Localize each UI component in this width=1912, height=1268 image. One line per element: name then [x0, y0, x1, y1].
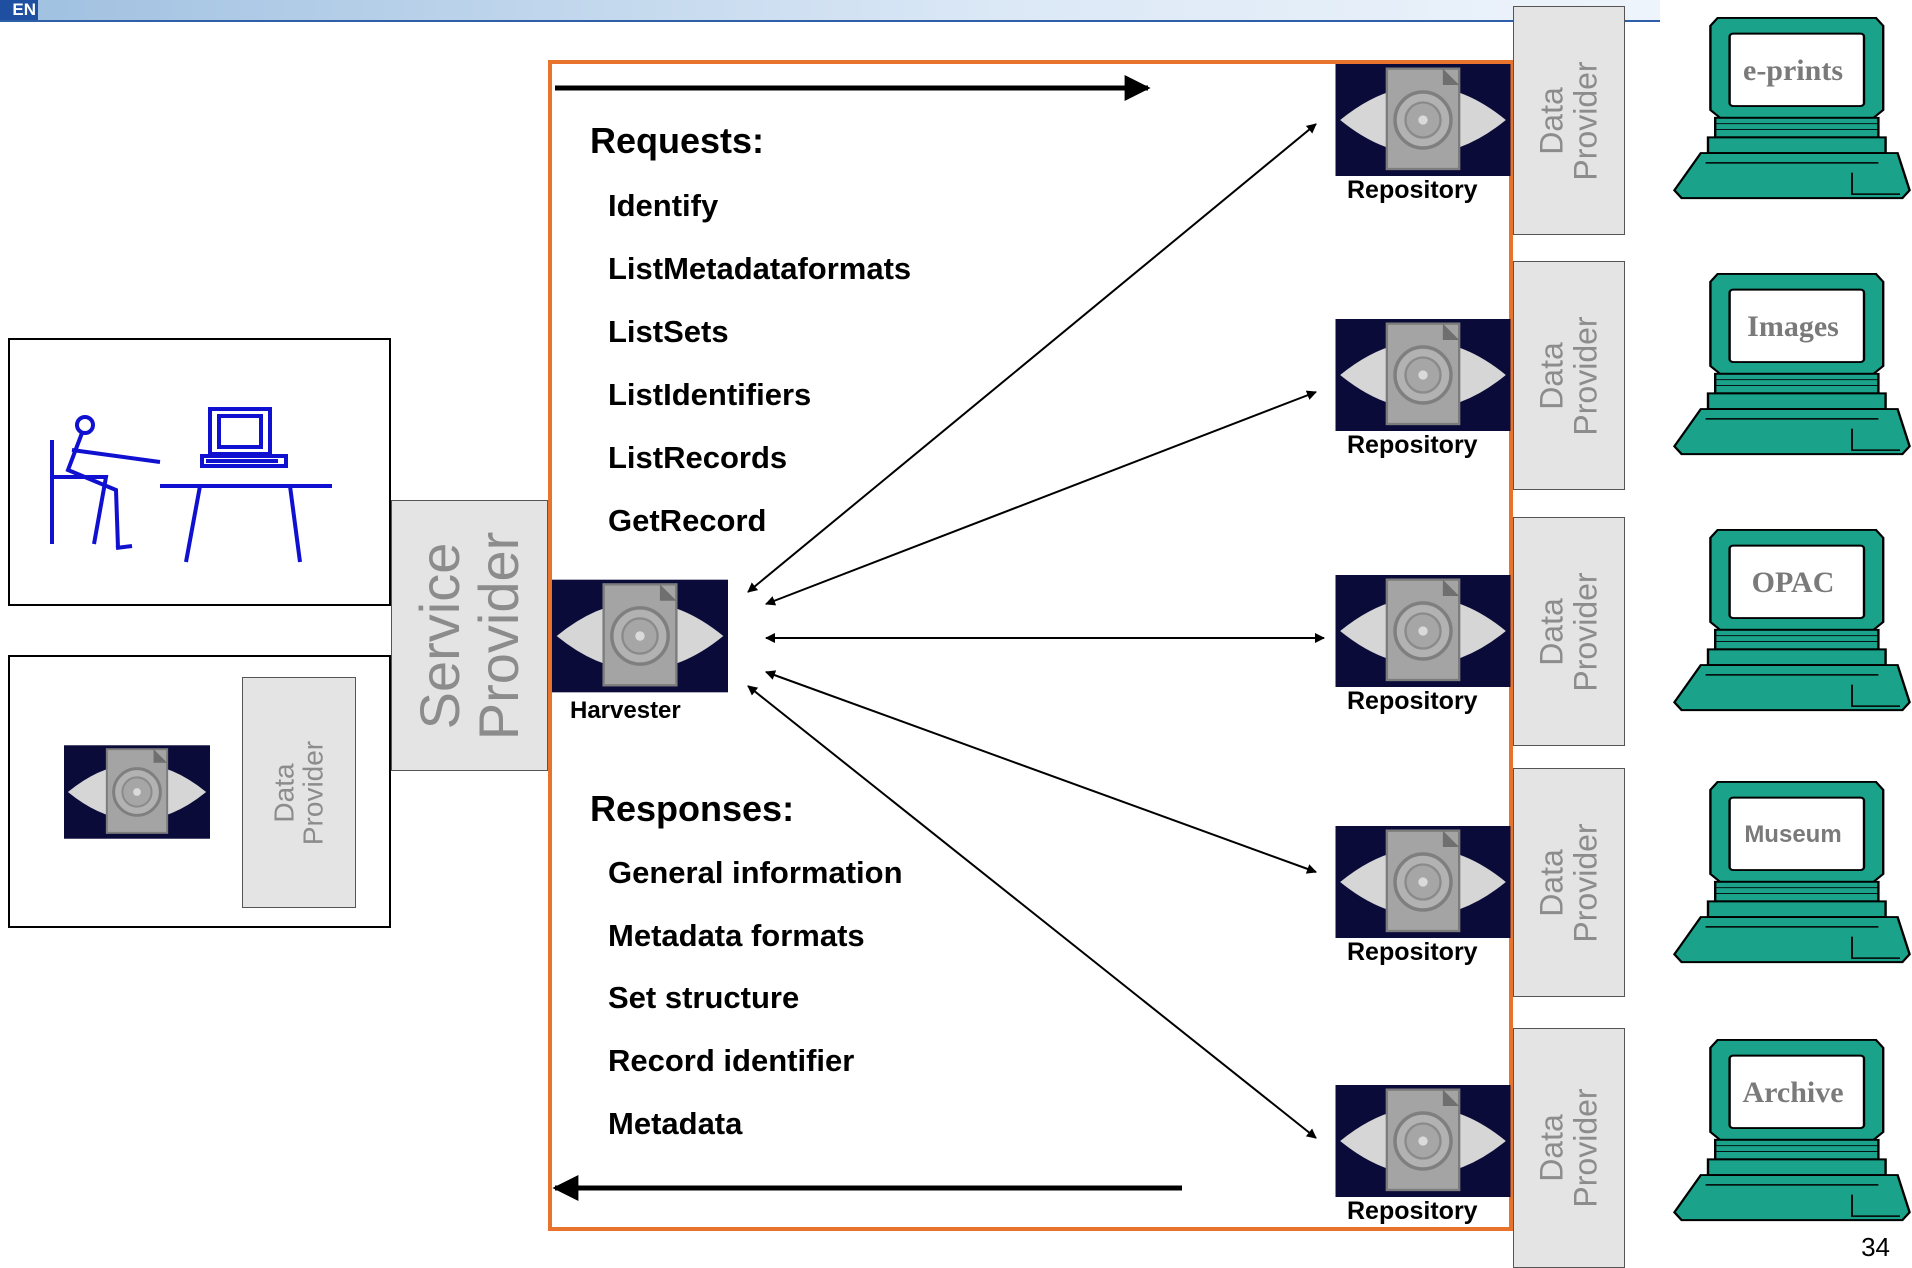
user-at-desk-icon	[50, 407, 332, 563]
data-provider-line1: Data	[1533, 86, 1570, 155]
eye-icon	[1335, 1085, 1511, 1197]
data-provider-line2: Provider	[1567, 571, 1603, 692]
computer-terminal-icon: Archive	[1672, 1038, 1912, 1224]
data-provider-line1: Data	[1533, 597, 1570, 666]
repository-label: Repository	[1347, 1197, 1478, 1225]
repository-label: Repository	[1347, 687, 1478, 715]
data-provider-line1: Data	[1533, 848, 1570, 917]
requests-title: Requests:	[590, 120, 765, 161]
harvester-label: Harvester	[570, 697, 681, 724]
data-provider-line2: Provider	[1567, 822, 1603, 943]
eye-icon	[1335, 575, 1511, 687]
data-provider-line1: Data	[1533, 1114, 1570, 1182]
terminal-label-archive: Archive	[1742, 1075, 1844, 1109]
terminal-label-museum: Museum	[1744, 820, 1842, 848]
computer-terminal-icon: OPAC	[1672, 528, 1912, 714]
user-panel	[8, 338, 391, 606]
request-listsets: ListSets	[608, 314, 729, 349]
local-data-provider-panel: Data Provider	[8, 655, 391, 928]
data-provider-line2: Provider	[1567, 315, 1603, 436]
request-getrecord: GetRecord	[608, 503, 767, 538]
logo: EN	[0, 0, 38, 20]
data-provider-line1: Data	[1533, 341, 1570, 410]
repository-label: Repository	[1347, 431, 1478, 459]
protocol-frame	[548, 60, 1513, 1231]
terminal-label-images: Images	[1747, 309, 1839, 343]
service-provider-box: Service Provider	[391, 500, 548, 771]
eye-icon	[1335, 64, 1511, 176]
page-number: 34	[1861, 1232, 1890, 1262]
terminal-label-opac: OPAC	[1751, 565, 1835, 599]
computer-terminal-icon: Images	[1672, 272, 1912, 458]
data-provider-line2: Provider	[1567, 1088, 1603, 1208]
eye-icon	[1335, 826, 1511, 938]
top-banner	[0, 0, 1660, 22]
connector-repository-2	[765, 390, 1317, 606]
response-metadata: Metadata	[608, 1106, 743, 1141]
data-provider-box: Data Provider	[242, 677, 356, 908]
repository-label: Repository	[1347, 176, 1478, 204]
connector-repository-4	[765, 670, 1317, 874]
computer-terminal-icon: e-prints	[1672, 16, 1912, 202]
computer-terminal-icon: Museum	[1672, 780, 1912, 966]
terminal-label-eprints: e-prints	[1743, 53, 1843, 87]
connector-repository-5	[747, 685, 1317, 1139]
request-identify: Identify	[608, 188, 719, 223]
data-provider-line2: Provider	[1567, 60, 1603, 181]
eye-icon	[1335, 319, 1511, 431]
repository-label: Repository	[1347, 938, 1478, 966]
connector-repository-1	[747, 123, 1317, 593]
